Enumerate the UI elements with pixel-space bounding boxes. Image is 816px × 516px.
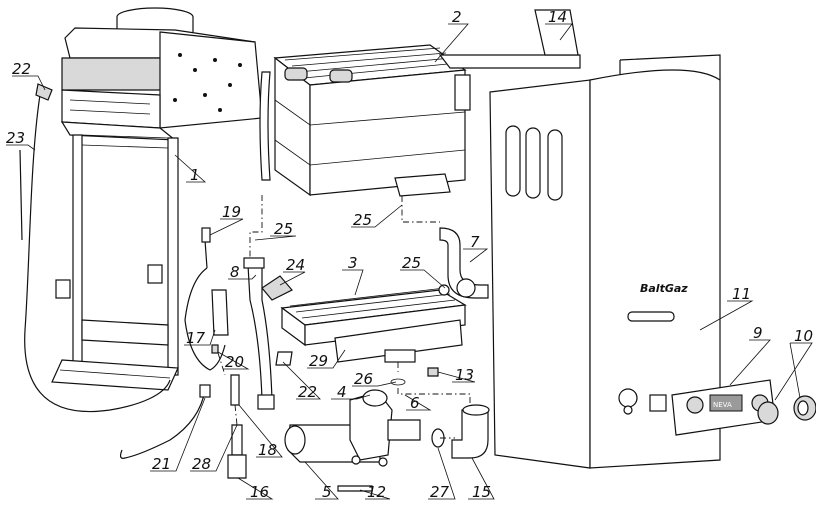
callout-1: 1 bbox=[190, 166, 200, 184]
part-clip-20 bbox=[211, 344, 219, 354]
part-wire-23 bbox=[24, 94, 171, 413]
callout-9: 9 bbox=[753, 324, 763, 342]
callout-13: 13 bbox=[455, 366, 474, 384]
brand-logo: BaltGaz bbox=[640, 282, 688, 295]
callout-5: 5 bbox=[322, 483, 332, 501]
callout-8: 8 bbox=[230, 263, 240, 281]
callout-28: 28 bbox=[192, 455, 211, 473]
part-probe-18 bbox=[230, 374, 240, 406]
part-electrode-17 bbox=[211, 289, 229, 336]
part-heat-exchanger bbox=[259, 9, 581, 197]
part-gas-valve bbox=[284, 389, 421, 467]
callout-2: 2 bbox=[452, 8, 462, 26]
callout-29: 29 bbox=[309, 352, 328, 370]
part-pipe-14 bbox=[534, 9, 579, 56]
callout-6: 6 bbox=[410, 394, 420, 412]
part-frame bbox=[51, 7, 263, 391]
callout-22-top: 22 bbox=[12, 60, 31, 78]
callout-labels: 22 23 1 2 14 19 25 25 7 8 24 3 25 11 10 … bbox=[6, 8, 813, 501]
callout-16: 16 bbox=[250, 483, 269, 501]
part-elbow-15 bbox=[451, 409, 489, 459]
part-front-casing: BaltGaz bbox=[489, 54, 721, 469]
callout-11: 11 bbox=[732, 285, 751, 303]
callout-7: 7 bbox=[470, 233, 480, 251]
callout-10: 10 bbox=[794, 327, 813, 345]
callout-17: 17 bbox=[186, 329, 206, 347]
part-burner-3 bbox=[280, 287, 467, 363]
callout-4: 4 bbox=[337, 383, 347, 401]
part-bracket-24 bbox=[261, 275, 293, 301]
callout-23: 23 bbox=[6, 129, 25, 147]
callout-25-a: 25 bbox=[274, 220, 293, 238]
callout-14: 14 bbox=[548, 8, 567, 26]
part-wire-21 bbox=[119, 389, 206, 459]
callout-3: 3 bbox=[348, 254, 358, 272]
callout-21: 21 bbox=[152, 455, 171, 473]
part-washer-26 bbox=[390, 378, 406, 386]
part-control-panel-9: NEVA bbox=[649, 379, 776, 436]
callout-27: 27 bbox=[430, 483, 450, 501]
leaders bbox=[6, 23, 813, 500]
callout-24: 24 bbox=[286, 256, 305, 274]
part-probe-28 bbox=[231, 424, 243, 456]
callout-19: 19 bbox=[222, 203, 241, 221]
part-clip-22 bbox=[35, 83, 53, 101]
callout-22-bottom: 22 bbox=[298, 383, 317, 401]
callout-12: 12 bbox=[367, 483, 386, 501]
callout-20: 20 bbox=[225, 353, 244, 371]
callout-15: 15 bbox=[472, 483, 491, 501]
part-nut-13 bbox=[427, 367, 439, 377]
callout-18: 18 bbox=[258, 441, 277, 459]
callout-25-c: 25 bbox=[402, 254, 421, 272]
part-pipe-7 bbox=[439, 227, 489, 299]
part-wire-19 bbox=[184, 239, 226, 371]
part-probe-16 bbox=[227, 454, 247, 479]
callout-26: 26 bbox=[354, 370, 373, 388]
part-pin-12 bbox=[337, 485, 373, 492]
callout-25-b: 25 bbox=[353, 211, 372, 229]
panel-badge: NEVA bbox=[713, 401, 732, 409]
part-knobs-10 bbox=[757, 395, 816, 425]
